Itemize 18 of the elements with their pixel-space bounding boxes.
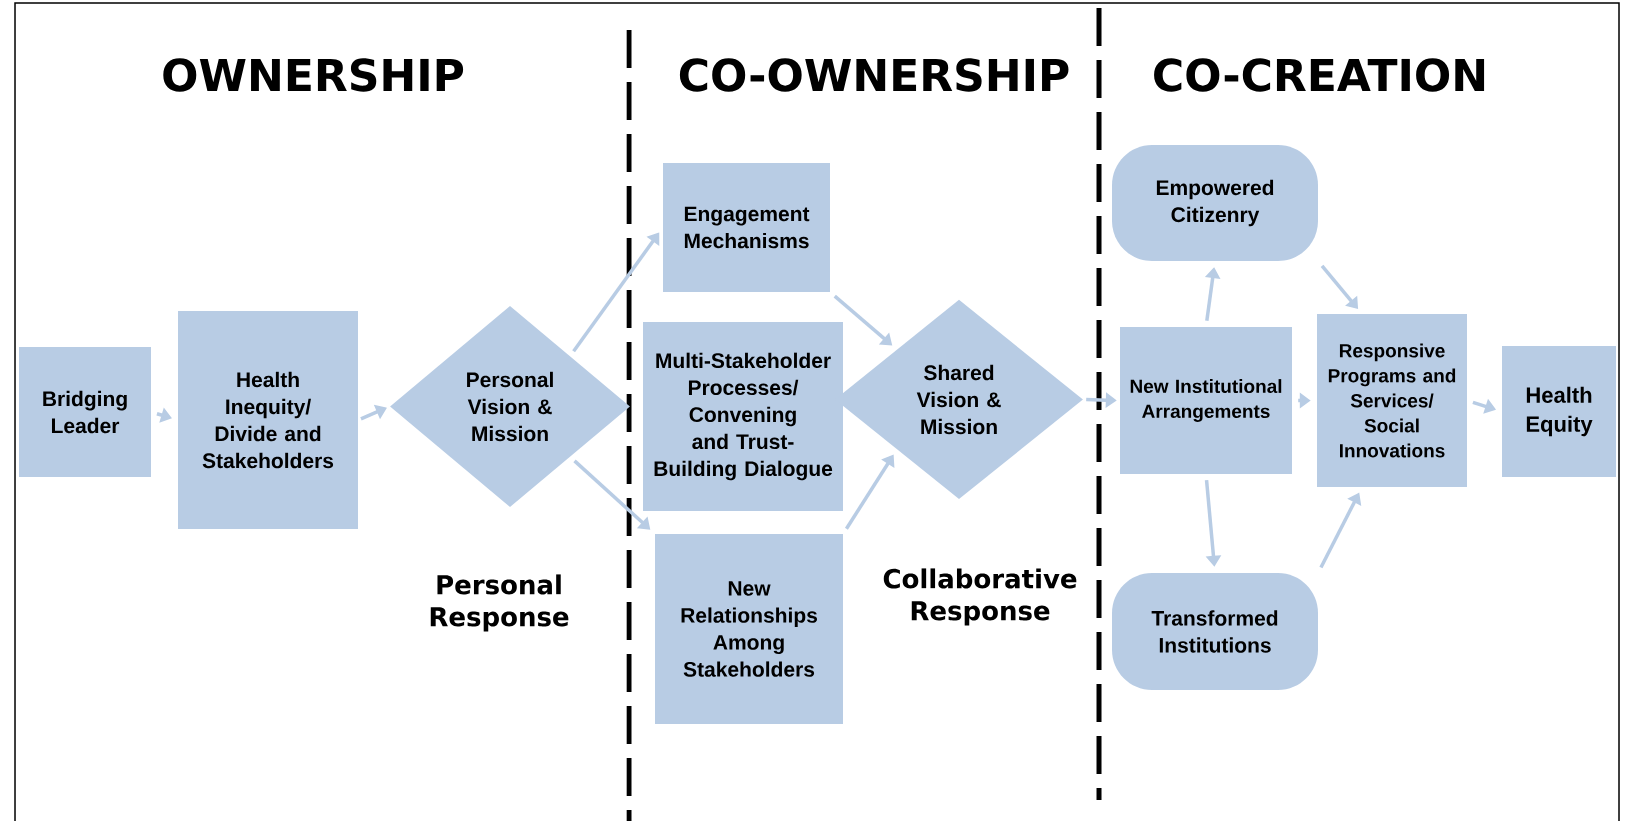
arrow <box>572 232 660 353</box>
process-box: New Relationships Among Stakeholders <box>655 534 843 724</box>
arrow <box>1472 398 1496 414</box>
rounded-box: Transformed Institutions <box>1112 573 1318 690</box>
process-box: Multi-Stakeholder Processes/ Convening and Trust-Building Dialogue <box>643 322 843 511</box>
column-heading: CO-OWNERSHIP <box>679 58 1069 92</box>
process-box: Responsive Programs and Services/ Social Innovations <box>1317 314 1467 487</box>
arrow <box>360 404 387 421</box>
process-box: Bridging Leader <box>19 347 151 477</box>
column-heading: CO-CREATION <box>1154 58 1485 92</box>
process-box: Health Inequity/ Divide and Stakeholders <box>178 311 358 529</box>
process-box: Engagement Mechanisms <box>663 163 830 292</box>
process-box: Health Equity <box>1502 346 1616 477</box>
section-label: Collaborative Response <box>883 568 1077 626</box>
rounded-box: Empowered Citizenry <box>1112 145 1318 261</box>
column-heading: OWNERSHIP <box>163 58 464 92</box>
process-box: New Institutional Arrangements <box>1120 327 1292 474</box>
section-label: Personal Response <box>430 574 569 632</box>
